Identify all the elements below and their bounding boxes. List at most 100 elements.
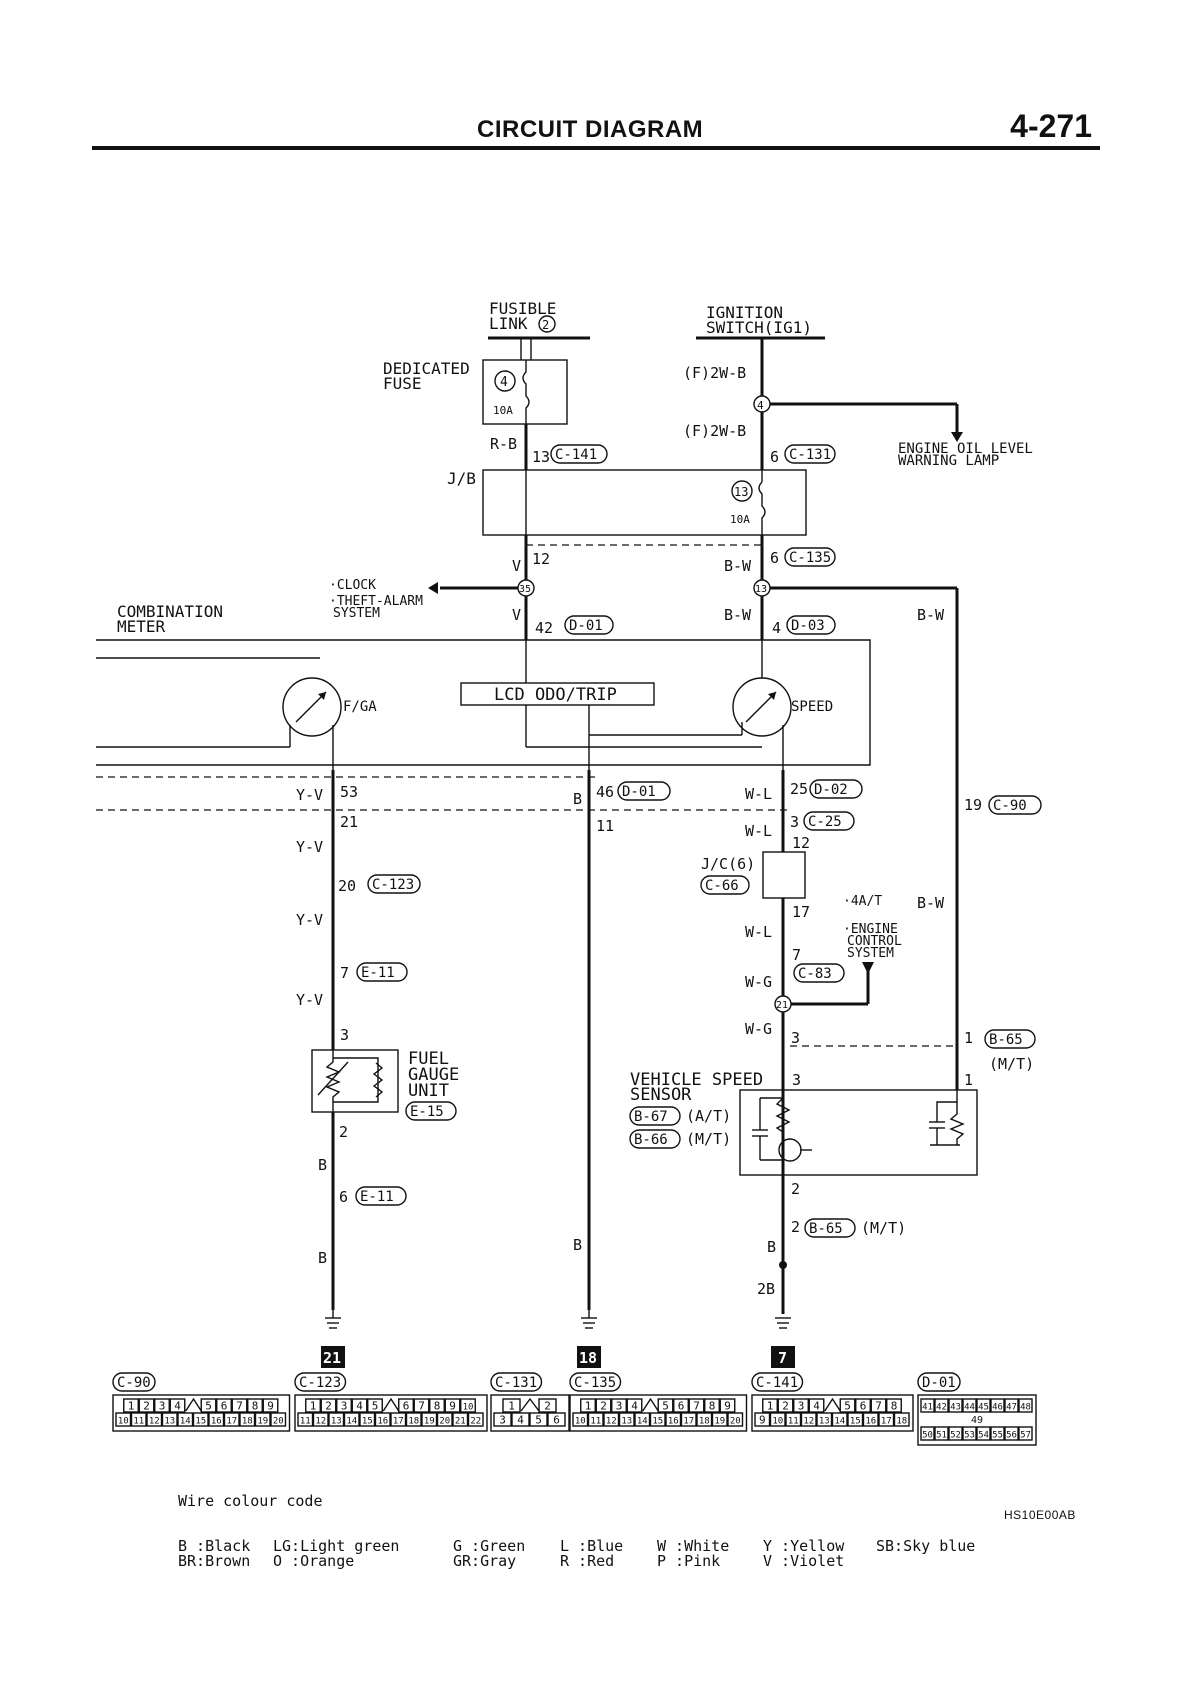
- connector-pin-number: 7: [418, 1400, 425, 1413]
- connector-pin-number: 8: [252, 1400, 259, 1413]
- connector-pin: [704, 1398, 720, 1413]
- connector-pin-number: 9: [724, 1400, 731, 1413]
- svg-text:42: 42: [535, 619, 553, 637]
- connector-pin: [231, 1398, 248, 1413]
- connector-pin-number: 12: [606, 1417, 617, 1427]
- connector-pin-number: 17: [881, 1417, 892, 1427]
- connector-pin: [657, 1398, 674, 1413]
- connector-pin: [1018, 1398, 1033, 1413]
- svg-text:2: 2: [791, 1180, 800, 1198]
- connector-pin-number: 11: [590, 1417, 601, 1427]
- connector-pin: [123, 1398, 139, 1413]
- connector-pin-number: 14: [180, 1417, 191, 1427]
- connector-pin-number: 4: [631, 1400, 638, 1413]
- svg-text:21: 21: [323, 1349, 341, 1367]
- legend-entry: B :Black: [178, 1537, 251, 1555]
- connector-pin: [177, 1412, 194, 1427]
- svg-text:B: B: [767, 1238, 776, 1256]
- svg-text:B-67: B-67: [634, 1109, 668, 1125]
- connector-pin: [847, 1412, 864, 1427]
- connector-pin: [436, 1412, 453, 1427]
- svg-text:V: V: [512, 606, 521, 624]
- connector-pin: [785, 1412, 802, 1427]
- connector-pin-number: 6: [403, 1400, 410, 1413]
- connector-pin-number: 15: [195, 1417, 206, 1427]
- connector-view-label: C-90: [117, 1375, 151, 1391]
- connector-pin-number: 13: [819, 1417, 830, 1427]
- svg-text:17: 17: [792, 903, 810, 921]
- connector-pin-number: 8: [709, 1400, 716, 1413]
- svg-text:W-L: W-L: [745, 923, 772, 941]
- connector-key: [382, 1397, 400, 1412]
- connector-pin: [200, 1398, 217, 1413]
- connector-pin-number: 19: [714, 1417, 725, 1427]
- svg-text:B: B: [318, 1156, 327, 1174]
- header-rule: [92, 146, 1100, 150]
- conn-b65-a: [984, 1029, 1036, 1049]
- connector-pin: [962, 1398, 977, 1413]
- connector-pin-number: 53: [964, 1431, 975, 1441]
- connector-pin-number: 14: [346, 1417, 357, 1427]
- svg-text:B-W: B-W: [917, 606, 945, 624]
- connector-pin-number: 46: [992, 1403, 1003, 1413]
- svg-text:3: 3: [791, 1029, 800, 1047]
- ground-18: 18: [577, 1310, 601, 1368]
- connector-pin: [254, 1412, 271, 1427]
- svg-text:(M/T): (M/T): [686, 1130, 731, 1148]
- connector-pin-number: 5: [662, 1400, 669, 1413]
- connector-pin-number: 45: [978, 1403, 989, 1413]
- connector-pin: [130, 1412, 147, 1427]
- conn-c123: [367, 874, 421, 894]
- conn-e11-a: [356, 962, 408, 982]
- connector-pin: [367, 1398, 383, 1413]
- vehicle-speed-sensor: [739, 1089, 978, 1176]
- jb-label: J/B: [447, 469, 476, 488]
- connector-body: [917, 1394, 1037, 1446]
- connector-pin: [467, 1412, 484, 1427]
- connector-pin: [976, 1426, 991, 1441]
- page-header: CIRCUIT DIAGRAM 4-271: [92, 108, 1100, 152]
- svg-text:2: 2: [791, 1218, 800, 1236]
- connector-pin: [413, 1398, 430, 1413]
- connector-pin: [990, 1398, 1005, 1413]
- connector-pin: [920, 1426, 935, 1441]
- connector-pin: [762, 1398, 778, 1413]
- connector-pin-number: 14: [834, 1417, 845, 1427]
- svg-text:·ENGINE: ·ENGINE: [843, 922, 898, 937]
- connector-pin: [893, 1412, 910, 1427]
- svg-text:B-65: B-65: [809, 1221, 843, 1237]
- svg-text:GAUGE: GAUGE: [408, 1065, 459, 1085]
- connector-pin-number: 3: [499, 1414, 506, 1427]
- svg-text:FUSE: FUSE: [383, 374, 422, 393]
- connector-pin-number: 2: [600, 1400, 607, 1413]
- connector-pin: [169, 1398, 186, 1413]
- connector-pin: [754, 1412, 771, 1427]
- connector-pin: [359, 1412, 376, 1427]
- connector-pin: [511, 1412, 530, 1427]
- svg-text:B-66: B-66: [634, 1132, 668, 1148]
- connector-pin: [1004, 1398, 1019, 1413]
- svg-text:C-25: C-25: [808, 814, 842, 830]
- svg-text:W-G: W-G: [745, 1020, 772, 1038]
- connector-pin-number: 12: [315, 1417, 326, 1427]
- svg-text:Y-V: Y-V: [296, 786, 323, 804]
- svg-text:C-131: C-131: [789, 447, 831, 463]
- svg-text:UNIT: UNIT: [408, 1081, 449, 1101]
- svg-text:21: 21: [776, 1000, 788, 1011]
- conn-b65-b: [804, 1218, 856, 1238]
- connector-pin: [1004, 1426, 1019, 1441]
- connector-pin: [351, 1398, 368, 1413]
- svg-text:IGNITION: IGNITION: [706, 303, 783, 322]
- svg-text:18: 18: [579, 1349, 597, 1367]
- connector-pin-number: 10: [575, 1417, 586, 1427]
- svg-text:LCD ODO/TRIP: LCD ODO/TRIP: [494, 685, 617, 705]
- svg-text:Y-V: Y-V: [296, 838, 323, 856]
- svg-text:SPEED: SPEED: [791, 699, 833, 715]
- conn-c131-a: [784, 444, 836, 464]
- connector-pin: [696, 1412, 713, 1427]
- connector-pin: [452, 1412, 469, 1427]
